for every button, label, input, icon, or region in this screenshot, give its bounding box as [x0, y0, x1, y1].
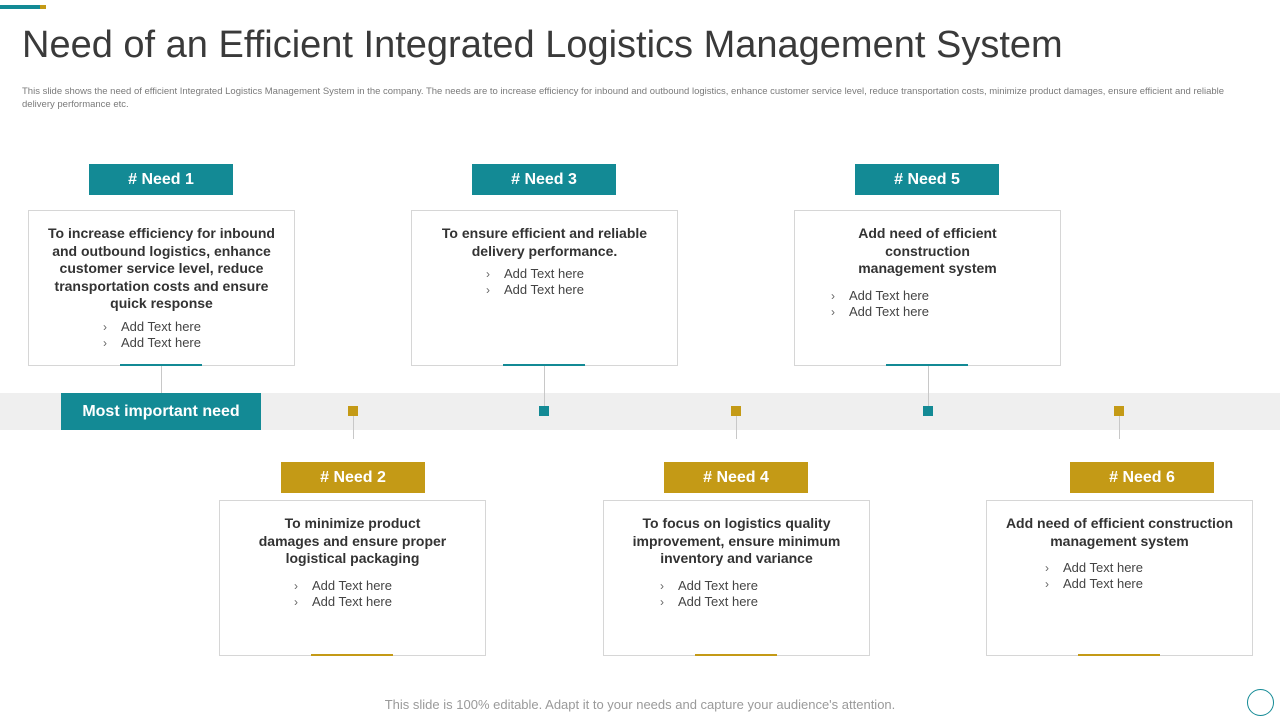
timeline-marker-need-2: [348, 406, 358, 416]
chevron-right-icon: ›: [831, 288, 835, 303]
timeline-marker-need-6: [1114, 406, 1124, 416]
need-2-tag: # Need 2: [281, 462, 425, 493]
chevron-right-icon: ›: [1045, 577, 1049, 591]
chevron-right-icon: ›: [1045, 561, 1049, 575]
need-2-text: To minimize product damages and ensure p…: [258, 515, 447, 566]
bullet-text: Add Text here: [504, 266, 584, 281]
need-4-text: To focus on logistics quality improvemen…: [632, 515, 841, 566]
need-6-bullets: › Add Text here › Add Text here: [1003, 560, 1236, 592]
card-underline: [503, 364, 585, 366]
bullet-text: Add Text here: [312, 577, 392, 593]
bullet-text: Add Text here: [1063, 576, 1143, 591]
list-item: › Add Text here: [486, 266, 661, 282]
bullet-text: Add Text here: [678, 593, 758, 609]
list-item: › Add Text here: [294, 594, 469, 610]
card-underline: [695, 654, 777, 656]
need-6-tag: # Need 6: [1070, 462, 1214, 493]
connector-need-6: [1119, 416, 1120, 439]
page-title: Need of an Efficient Integrated Logistic…: [22, 24, 1063, 66]
footer-note: This slide is 100% editable. Adapt it to…: [384, 697, 896, 712]
circle-icon: [1247, 689, 1274, 716]
chevron-right-icon: ›: [486, 283, 490, 297]
chevron-right-icon: ›: [294, 594, 298, 609]
need-1-tag: # Need 1: [89, 164, 233, 195]
list-item: › Add Text here: [103, 335, 278, 351]
need-3-tag: # Need 3: [472, 164, 616, 195]
card-underline: [311, 654, 393, 656]
need-2-card: To minimize product damages and ensure p…: [219, 500, 486, 656]
list-item: › Add Text here: [1045, 560, 1236, 576]
bullet-text: Add Text here: [678, 577, 758, 593]
connector-need-2: [353, 416, 354, 439]
list-item: › Add Text here: [660, 594, 853, 610]
page-subtitle: This slide shows the need of efficient I…: [22, 86, 1225, 110]
chevron-right-icon: ›: [294, 578, 298, 593]
need-1-bullets: › Add Text here › Add Text here: [45, 319, 278, 351]
need-3-bullets: › Add Text here › Add Text here: [428, 266, 661, 298]
connector-need-4: [736, 416, 737, 439]
need-1-text: To increase efficiency for inbound and o…: [48, 225, 275, 311]
need-3-text: To ensure efficient and reliable deliver…: [441, 225, 648, 259]
need-5-text: Add need of efficient construction manag…: [858, 225, 997, 276]
need-1-card: To increase efficiency for inbound and o…: [28, 210, 295, 366]
card-underline: [1078, 654, 1160, 656]
chevron-right-icon: ›: [103, 335, 107, 350]
card-underline: [120, 364, 202, 366]
list-item: › Add Text here: [486, 282, 661, 298]
connector-need-1: [161, 366, 162, 393]
accent-bar: [0, 5, 46, 9]
chevron-right-icon: ›: [660, 578, 664, 593]
list-item: › Add Text here: [294, 578, 469, 594]
need-6-text: Add need of efficient construction manag…: [1005, 515, 1234, 549]
bullet-text: Add Text here: [504, 282, 584, 297]
chevron-right-icon: ›: [660, 594, 664, 609]
connector-need-3: [544, 366, 545, 406]
timeline-marker-need-3: [539, 406, 549, 416]
list-item: › Add Text here: [831, 304, 1044, 320]
most-important-need-label: Most important need: [61, 393, 261, 430]
bullet-text: Add Text here: [1063, 560, 1143, 575]
chevron-right-icon: ›: [103, 319, 107, 334]
need-6-card: Add need of efficient construction manag…: [986, 500, 1253, 656]
card-underline: [886, 364, 968, 366]
chevron-right-icon: ›: [831, 304, 835, 319]
chevron-right-icon: ›: [486, 267, 490, 281]
need-2-bullets: › Add Text here › Add Text here: [236, 578, 469, 610]
bullet-text: Add Text here: [849, 303, 929, 319]
list-item: › Add Text here: [1045, 576, 1236, 592]
bullet-text: Add Text here: [121, 318, 201, 334]
timeline-marker-need-4: [731, 406, 741, 416]
list-item: › Add Text here: [831, 288, 1044, 304]
need-4-bullets: › Add Text here › Add Text here: [620, 578, 853, 610]
need-5-bullets: › Add Text here › Add Text here: [811, 288, 1044, 320]
need-4-card: To focus on logistics quality improvemen…: [603, 500, 870, 656]
bullet-text: Add Text here: [849, 287, 929, 303]
bullet-text: Add Text here: [121, 334, 201, 350]
list-item: › Add Text here: [103, 319, 278, 335]
list-item: › Add Text here: [660, 578, 853, 594]
need-5-tag: # Need 5: [855, 164, 999, 195]
need-4-tag: # Need 4: [664, 462, 808, 493]
need-3-card: To ensure efficient and reliable deliver…: [411, 210, 678, 366]
bullet-text: Add Text here: [312, 593, 392, 609]
need-5-card: Add need of efficient construction manag…: [794, 210, 1061, 366]
timeline-marker-need-5: [923, 406, 933, 416]
connector-need-5: [928, 366, 929, 406]
